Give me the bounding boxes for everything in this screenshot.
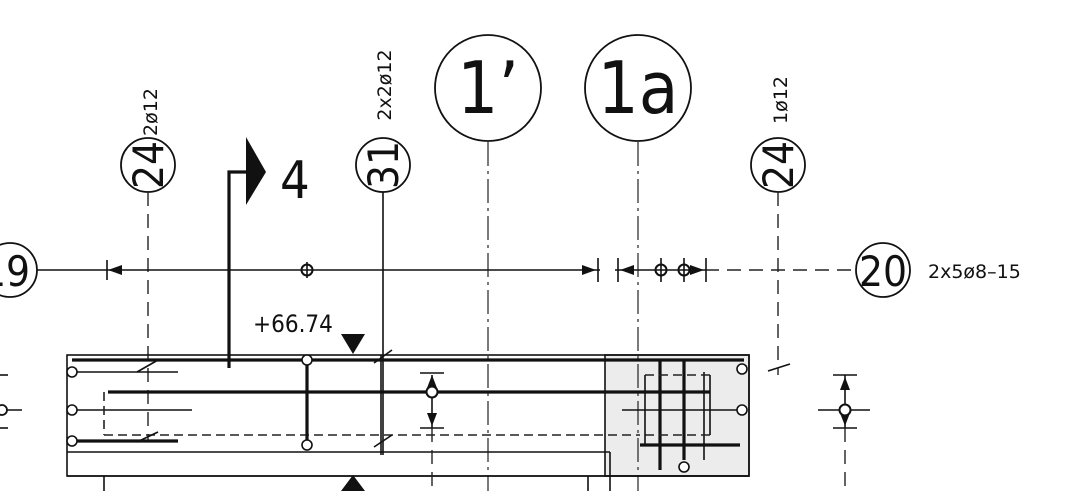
bar-mark-24-left: 24 2ø12: [120, 88, 176, 440]
svg-text:24: 24: [754, 141, 803, 189]
slab-rebar: [66, 349, 791, 455]
bar-mark-31: 31 2x2ø12: [355, 49, 411, 455]
vertical-spacer-bar: [420, 372, 444, 491]
right-dimension-marker: [818, 374, 870, 491]
svg-text:24: 24: [124, 141, 173, 189]
shaded-zone: [604, 354, 750, 477]
svg-text:2ø12: 2ø12: [140, 88, 162, 136]
section-marker-4: 4: [227, 137, 310, 368]
grid-bubble-1a: 1a: [584, 34, 692, 142]
svg-text:2x5ø8–15: 2x5ø8–15: [928, 261, 1021, 283]
slab-outline: [66, 354, 750, 491]
svg-text:4: 4: [280, 151, 310, 211]
grid-bubble-1prime: 1’: [434, 34, 542, 142]
svg-text:31: 31: [359, 141, 408, 189]
svg-text:+66.74: +66.74: [253, 310, 333, 338]
svg-text:20: 20: [859, 247, 907, 296]
svg-text:1’: 1’: [457, 46, 519, 130]
svg-text:19: 19: [0, 247, 30, 296]
bar-mark-24-right: 24 1ø12: [750, 76, 806, 375]
bar-leader-horizontal: [37, 258, 856, 282]
svg-text:1a: 1a: [598, 46, 679, 130]
bar-mark-19: 19: [0, 242, 38, 298]
svg-text:1ø12: 1ø12: [770, 76, 792, 124]
bar-mark-20: 20 2x5ø8–15: [855, 242, 1021, 298]
elevation-mark: +66.74: [253, 310, 365, 491]
shaded-zone-rebar: [644, 360, 711, 473]
left-edge-bar-end: [0, 374, 22, 429]
svg-text:2x2ø12: 2x2ø12: [374, 49, 396, 120]
